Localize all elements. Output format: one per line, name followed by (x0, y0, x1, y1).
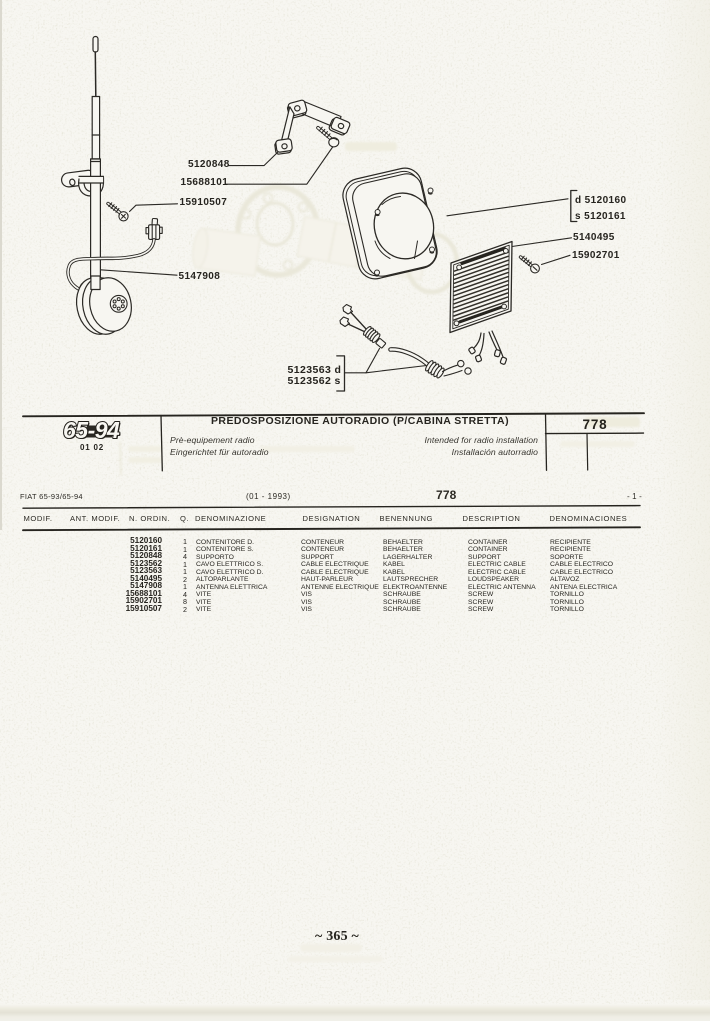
svg-text:65-94: 65-94 (64, 418, 121, 444)
svg-text:65-94: 65-94 (63, 417, 120, 443)
